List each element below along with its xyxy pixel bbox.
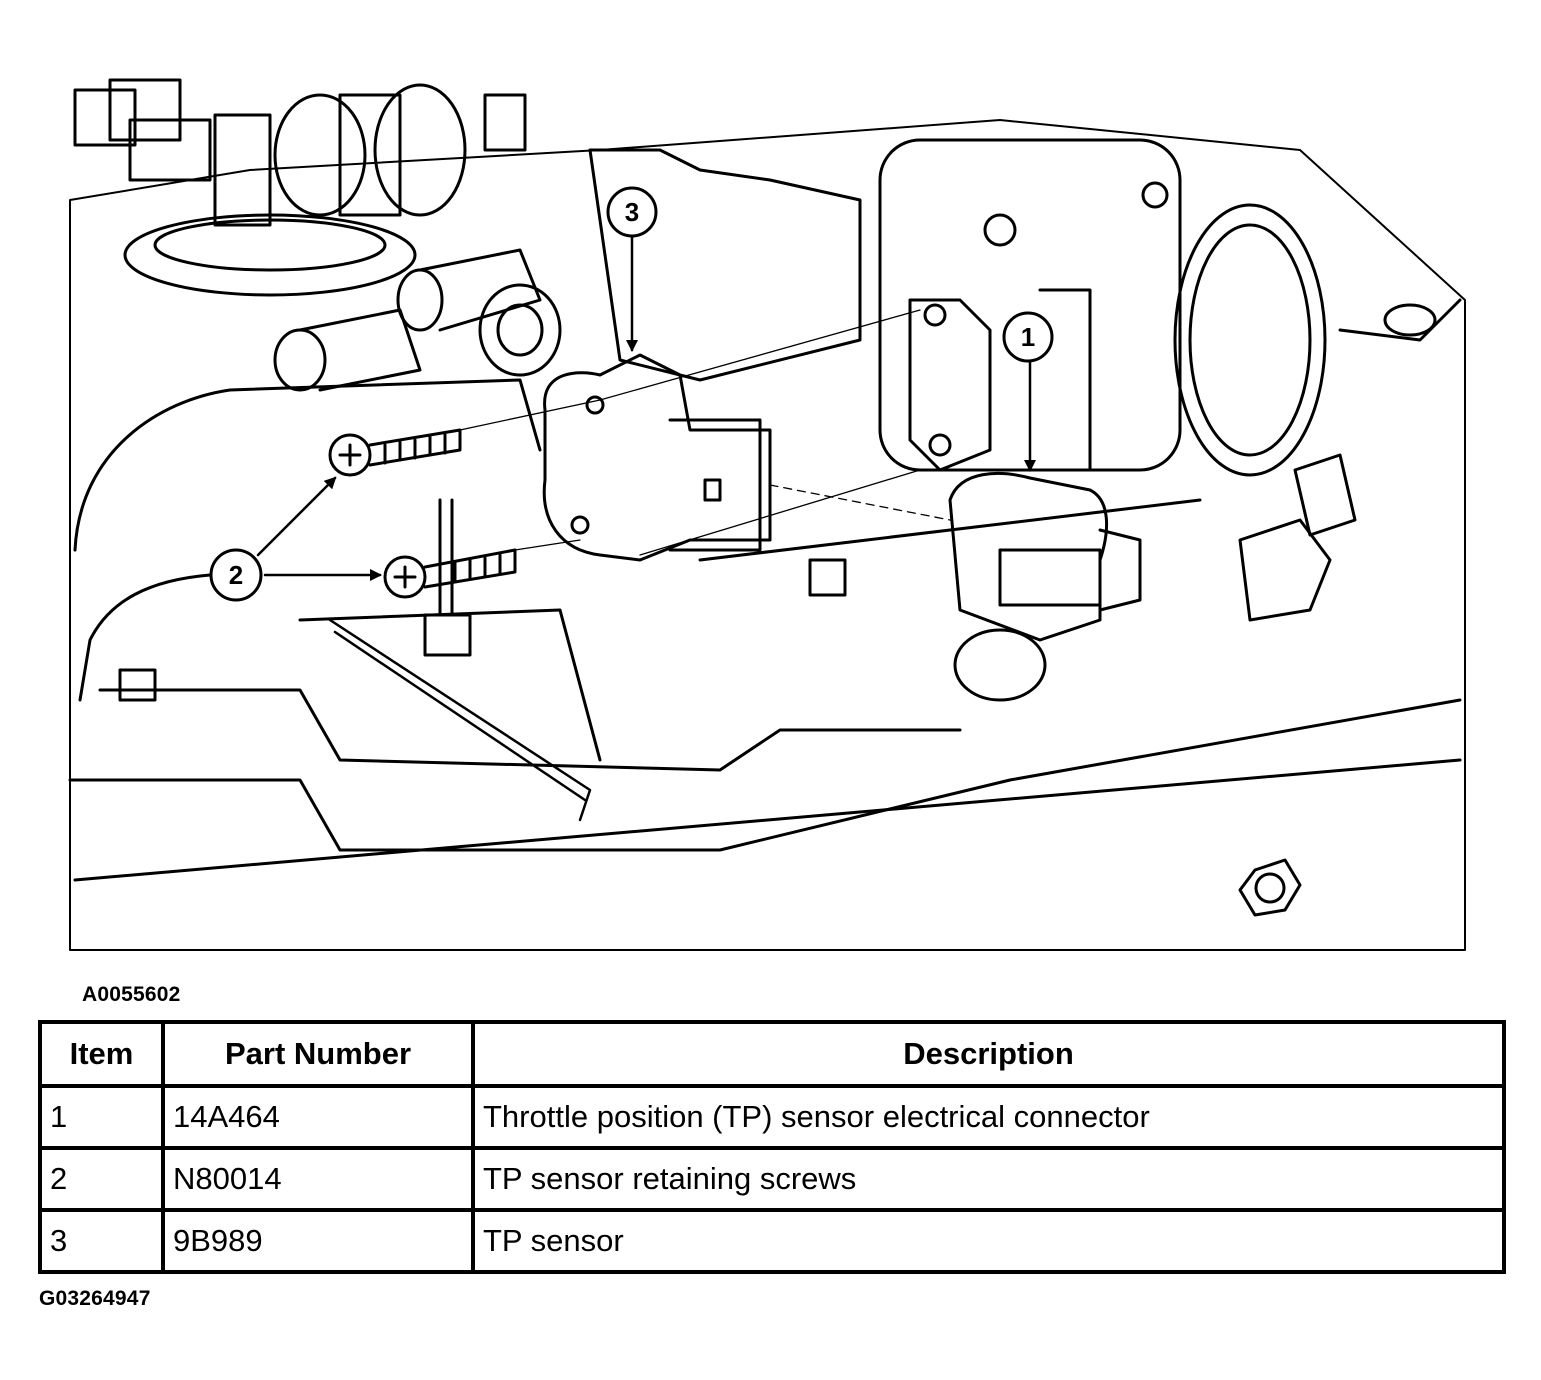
table-header-row: Item Part Number Description — [38, 1020, 1506, 1088]
callout-circle-2 — [209, 548, 263, 602]
retaining-screw-upper — [328, 428, 462, 477]
cell-part-number: 14A464 — [161, 1084, 475, 1150]
callout-circle-1 — [1002, 311, 1054, 363]
header-item: Item — [38, 1020, 165, 1088]
idle-air-control — [478, 93, 862, 382]
throttle-body — [878, 138, 1327, 477]
cell-part-number: 9B989 — [161, 1208, 475, 1274]
engine-illustration: 1 2 3 — [68, 78, 1466, 951]
solenoid-valve — [73, 78, 467, 297]
tp-sensor-part — [542, 353, 772, 562]
fuel-rail-line — [328, 618, 592, 822]
table-row: 3 9B989 TP sensor — [38, 1208, 1506, 1274]
right-sensor — [1238, 298, 1462, 622]
callout-3: 3 — [625, 197, 639, 227]
tp-sensor-installed — [948, 472, 1142, 702]
cell-item: 1 — [38, 1084, 165, 1150]
page-figure-id: G03264947 — [39, 1287, 151, 1310]
callout-2: 2 — [229, 560, 243, 590]
engine-outline — [69, 119, 1466, 951]
cell-item: 3 — [38, 1208, 165, 1274]
cell-description: TP sensor — [471, 1208, 1506, 1274]
retaining-screw-lower — [383, 548, 517, 599]
leader-2a — [256, 476, 337, 557]
parts-table: Item Part Number Description 1 14A464 Th… — [38, 1020, 1506, 1274]
header-description: Description — [471, 1020, 1506, 1088]
table-row: 2 N80014 TP sensor retaining screws — [38, 1146, 1506, 1212]
callout-1: 1 — [1021, 322, 1035, 352]
cell-description: TP sensor retaining screws — [471, 1146, 1506, 1212]
intake-manifold — [68, 378, 1462, 882]
hoses — [273, 248, 542, 392]
callout-circle-3 — [606, 186, 658, 238]
header-part-number: Part Number — [161, 1020, 475, 1088]
cell-description: Throttle position (TP) sensor electrical… — [471, 1084, 1506, 1150]
illustration-id: A0055602 — [82, 983, 181, 1006]
table-row: 1 14A464 Throttle position (TP) sensor e… — [38, 1084, 1506, 1150]
studs — [118, 498, 1302, 917]
cell-item: 2 — [38, 1146, 165, 1212]
cell-part-number: N80014 — [161, 1146, 475, 1212]
